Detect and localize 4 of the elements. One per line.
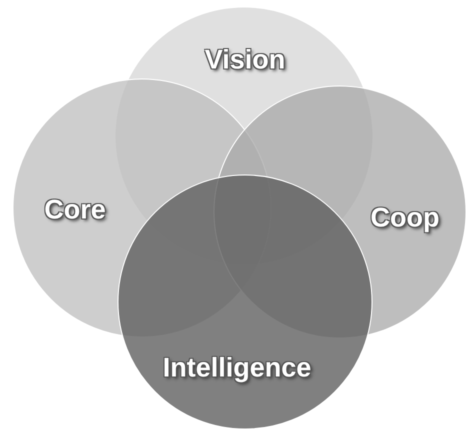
circle-label: Vision bbox=[204, 44, 286, 76]
circle-label: Coop bbox=[370, 202, 440, 234]
circle-label: Core bbox=[44, 194, 106, 226]
circle-label: Intelligence bbox=[162, 352, 312, 384]
